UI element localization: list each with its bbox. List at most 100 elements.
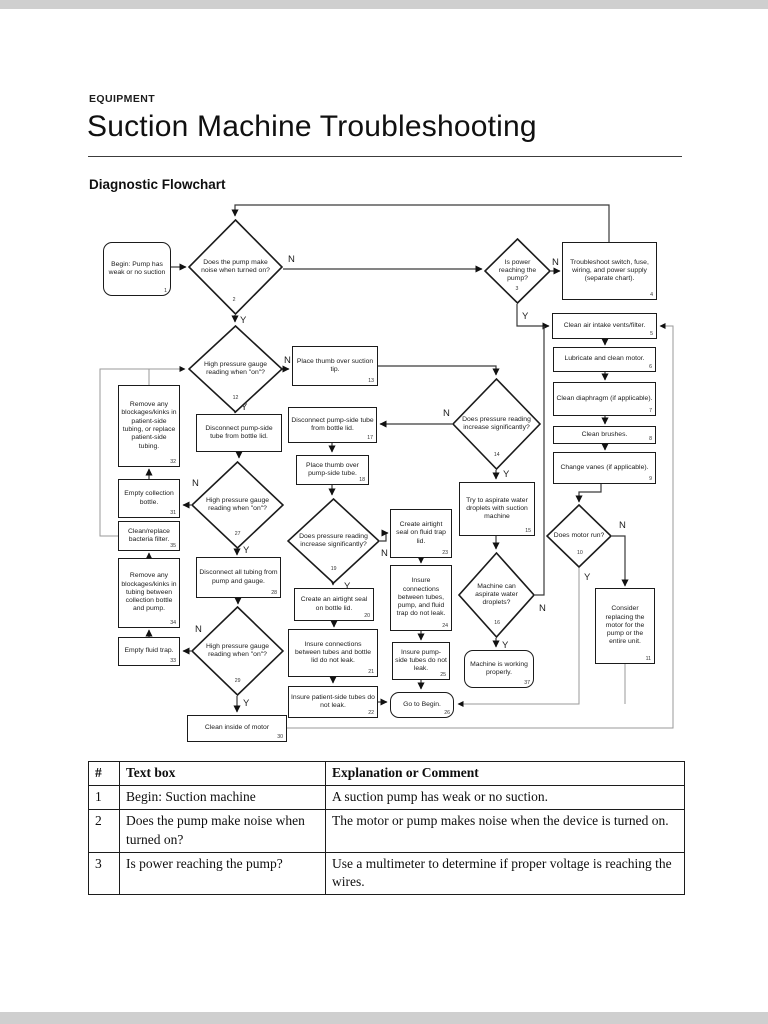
node-number: 11 <box>645 655 651 662</box>
edge-label-y: Y <box>240 315 247 326</box>
node-label: Insure patient-side tubes do not leak. <box>291 693 375 709</box>
edge-label-n: N <box>552 257 559 268</box>
flowchart-node-20: Create an airtight seal on bottle lid.20 <box>294 588 374 621</box>
node-number: 2 <box>232 296 236 303</box>
node-number: 23 <box>442 549 448 556</box>
node-label: Try to aspirate water droplets with suct… <box>466 496 528 521</box>
node-label: Change vanes (if applicable). <box>560 463 649 471</box>
flowchart-node-37: Machine is working properly.37 <box>464 650 534 688</box>
node-number: 20 <box>364 612 370 619</box>
flowchart-node-17: Disconnect pump-side tube from bottle li… <box>288 407 377 443</box>
node-number: 33 <box>170 657 176 664</box>
node-label: Troubleshoot switch, fuse, wiring, and p… <box>570 258 649 283</box>
flowchart-node-5: Clean air intake vents/filter.5 <box>552 313 657 339</box>
node-label: Begin: Pump has weak or no suction <box>108 260 166 276</box>
cell-number: 1 <box>88 785 120 811</box>
node-label: Remove any blockages/kinks in patient-si… <box>121 401 177 450</box>
flowchart-node-2: Does the pump make noise when turned on?… <box>188 219 283 315</box>
flowchart-edge <box>378 365 500 376</box>
node-label: Remove any blockages/kinks in tubing bet… <box>121 572 177 613</box>
node-label: Is power reaching the pump? <box>498 258 537 283</box>
node-label: Does pressure reading increase significa… <box>462 415 531 431</box>
edge-label-y: Y <box>344 581 351 592</box>
node-number: 19 <box>330 565 337 572</box>
edge-label-y: Y <box>243 545 250 556</box>
node-number: 4 <box>650 291 653 298</box>
flowchart-node-10: Does motor run? 10 <box>546 504 612 568</box>
flowchart-node-27: High pressure gauge reading when "on"?27 <box>191 461 284 549</box>
node-label: Insure connections between tubes, pump, … <box>396 577 446 618</box>
edge-label-y: Y <box>243 698 250 709</box>
cell-number: 3 <box>88 851 120 896</box>
node-number: 32 <box>170 458 176 465</box>
flowchart-edge <box>231 204 610 242</box>
page-edge-bottom <box>0 1012 768 1024</box>
node-number: 22 <box>368 709 374 716</box>
flowchart-node-4: Troubleshoot switch, fuse, wiring, and p… <box>562 242 657 300</box>
node-number: 8 <box>649 435 652 442</box>
node-label: Empty collection bottle. <box>124 490 174 506</box>
node-number: 24 <box>442 622 448 629</box>
node-label: Clean air intake vents/filter. <box>563 321 646 329</box>
node-label: Create airtight seal on fluid trap lid. <box>396 521 446 545</box>
node-number: 37 <box>524 679 530 686</box>
node-label: Does motor run? <box>553 531 605 539</box>
flowchart-node-12: High pressure gauge reading when "on"?12 <box>188 325 283 413</box>
node-label: Lubricate and clean motor. <box>564 355 645 363</box>
node-label: Disconnect pump-side tube from bottle li… <box>291 416 374 432</box>
node-number: 14 <box>493 451 500 458</box>
flowchart-edge <box>535 326 545 596</box>
edge-label-n: N <box>539 603 546 614</box>
flowchart-node-36: Disconnect pump-side tube from bottle li… <box>196 414 282 452</box>
flowchart-node-24: Insure connections between tubes, pump, … <box>390 565 452 631</box>
flowchart-node-6: Lubricate and clean motor.6 <box>553 347 656 372</box>
node-number: 30 <box>277 733 283 740</box>
flowchart-node-26: Go to Begin.26 <box>390 692 454 718</box>
title-rule <box>88 156 682 157</box>
flowchart-edge <box>380 529 389 542</box>
node-label: High pressure gauge reading when "on"? <box>205 496 270 512</box>
cell-textbox: Begin: Suction machine <box>119 785 326 811</box>
flowchart-node-3: Is power reaching the pump?3 <box>484 238 551 304</box>
flowchart-node-25: Insure pump-side tubes do not leak.25 <box>392 642 450 680</box>
flowchart-node-34: Remove any blockages/kinks in tubing bet… <box>118 558 180 628</box>
node-number: 35 <box>170 542 176 549</box>
node-label: High pressure gauge reading when "on"? <box>203 360 268 376</box>
edge-label-y: Y <box>503 469 510 480</box>
section-heading: Diagnostic Flowchart <box>89 177 226 192</box>
node-number: 13 <box>368 377 374 384</box>
cell-explanation: Use a multimeter to determine if proper … <box>325 851 685 896</box>
flowchart-node-33: Empty fluid trap.33 <box>118 637 180 666</box>
node-number: 10 <box>577 549 583 556</box>
flowchart-node-11: Consider replacing the motor for the pum… <box>595 588 655 664</box>
table-header-explanation: Explanation or Comment <box>325 760 685 787</box>
table-header-number: # <box>88 760 120 787</box>
flowchart-edge <box>457 568 580 707</box>
node-label: Create an airtight seal on bottle lid. <box>300 596 368 612</box>
node-number: 9 <box>649 475 652 482</box>
node-label: Clean diaphragm (if applicable). <box>556 394 653 402</box>
table-header-row: # Text box Explanation or Comment <box>88 760 685 787</box>
cell-textbox: Does the pump make noise when turned on? <box>119 809 326 853</box>
flowchart-edge <box>516 304 550 330</box>
flowchart-node-13: Place thumb over suction tip. 13 <box>292 346 378 386</box>
node-label: Disconnect all tubing from pump and gaug… <box>199 569 278 585</box>
edge-label-n: N <box>192 478 199 489</box>
flowchart-node-35: Clean/replace bacteria filter.35 <box>118 521 180 551</box>
edge-label-n: N <box>619 520 626 531</box>
flowchart-node-21: Insure connections between tubes and bot… <box>288 629 378 677</box>
node-label: Place thumb over suction tip. <box>296 357 374 373</box>
flowchart-node-15: Try to aspirate water droplets with suct… <box>459 482 535 536</box>
node-number: 17 <box>367 434 373 441</box>
flowchart-node-23: Create airtight seal on fluid trap lid. 2… <box>390 509 452 558</box>
node-number: 15 <box>525 527 531 534</box>
flowchart-node-7: Clean diaphragm (if applicable).7 <box>553 382 656 416</box>
flowchart-node-22: Insure patient-side tubes do not leak.22 <box>288 686 378 718</box>
flowchart-node-9: Change vanes (if applicable).9 <box>553 452 656 484</box>
page-edge-top <box>0 0 768 9</box>
